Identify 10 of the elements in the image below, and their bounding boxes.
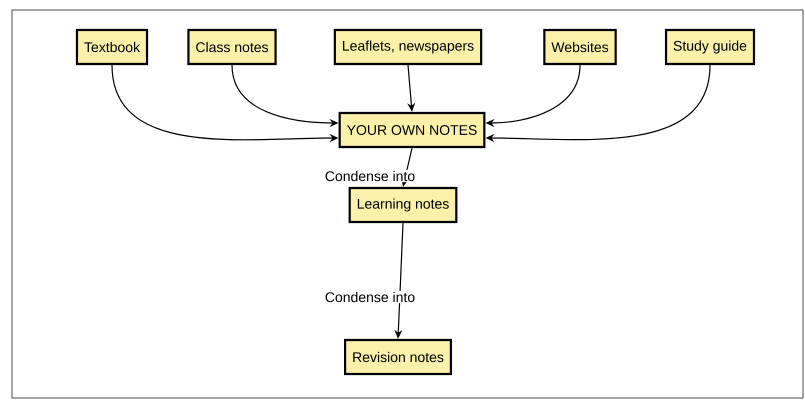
note-box: Class notes bbox=[187, 28, 277, 66]
note-box: Study guide bbox=[664, 28, 756, 66]
note-box: Revision notes bbox=[344, 338, 452, 376]
note-box: Textbook bbox=[76, 28, 148, 66]
note-box: Websites bbox=[543, 28, 617, 66]
edge-label: Condense into bbox=[324, 290, 416, 304]
edge-label: Condense into bbox=[324, 170, 416, 182]
note-box: Learning notes bbox=[348, 186, 458, 224]
note-box: YOUR OWN NOTES bbox=[338, 112, 486, 148]
note-box: Leaflets, newspapers bbox=[334, 28, 482, 66]
